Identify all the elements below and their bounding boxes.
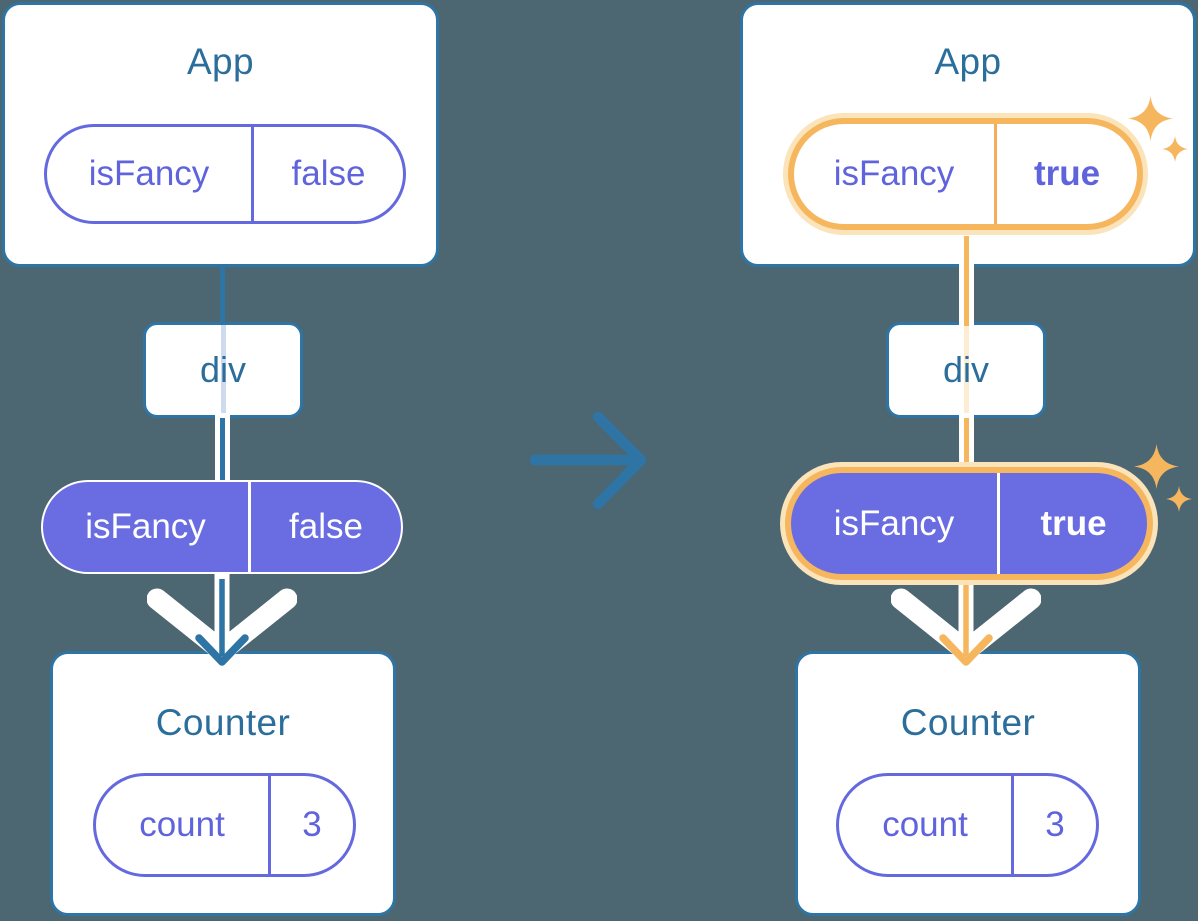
- sparkle-icon: [1128, 96, 1188, 162]
- prop-value: false: [291, 154, 366, 193]
- state-name: count: [96, 776, 271, 874]
- prop-name: isFancy: [794, 124, 997, 224]
- edge-app-to-div-before: [220, 266, 225, 324]
- app-card-before: App isFancy false: [2, 2, 439, 267]
- app-prop-pill-before: isFancy false: [44, 124, 406, 224]
- edge-app-to-div-after: [959, 236, 974, 326]
- counter-title: Counter: [900, 702, 1036, 743]
- app-prop-pill-after: isFancy true: [794, 124, 1137, 224]
- sparkle-icon: [1134, 444, 1192, 512]
- div-node-after: div: [886, 322, 1046, 418]
- transition-arrow-icon: [529, 411, 647, 510]
- state-name: count: [839, 776, 1014, 874]
- prop-value: true: [1040, 503, 1107, 543]
- counter-card-before: Counter count 3: [50, 651, 396, 916]
- div-label: div: [199, 349, 247, 390]
- counter-title: Counter: [155, 702, 291, 743]
- prop-flow-line-faint: [963, 325, 969, 415]
- prop-flow-line-faint: [220, 325, 226, 415]
- prop-value: true: [1033, 154, 1101, 193]
- passed-prop-pill-after-highlight: isFancy true: [780, 462, 1158, 585]
- flow-arrow-after: [891, 574, 1041, 666]
- state-value: 3: [1045, 805, 1065, 844]
- div-node-before: div: [143, 322, 303, 418]
- counter-card-after: Counter count 3: [795, 651, 1141, 916]
- div-label: div: [942, 349, 990, 390]
- app-title: App: [934, 41, 1002, 82]
- passed-prop-pill-before: isFancy false: [41, 480, 403, 574]
- prop-name: isFancy: [47, 127, 254, 221]
- flow-arrow-before: [147, 574, 297, 666]
- state-value: 3: [302, 805, 322, 844]
- prop-name: isFancy: [43, 482, 251, 572]
- edge-div-to-prop-before: [215, 413, 230, 481]
- app-prop-pill-after-highlight: isFancy true: [783, 113, 1148, 235]
- app-title: App: [186, 41, 255, 82]
- passed-prop-pill-after: isFancy true: [791, 473, 1147, 574]
- prop-name: isFancy: [791, 473, 1000, 574]
- counter-state-pill-before: count 3: [93, 773, 356, 877]
- edge-div-to-prop-after: [959, 413, 974, 466]
- counter-state-pill-after: count 3: [836, 773, 1099, 877]
- prop-value: false: [289, 507, 363, 546]
